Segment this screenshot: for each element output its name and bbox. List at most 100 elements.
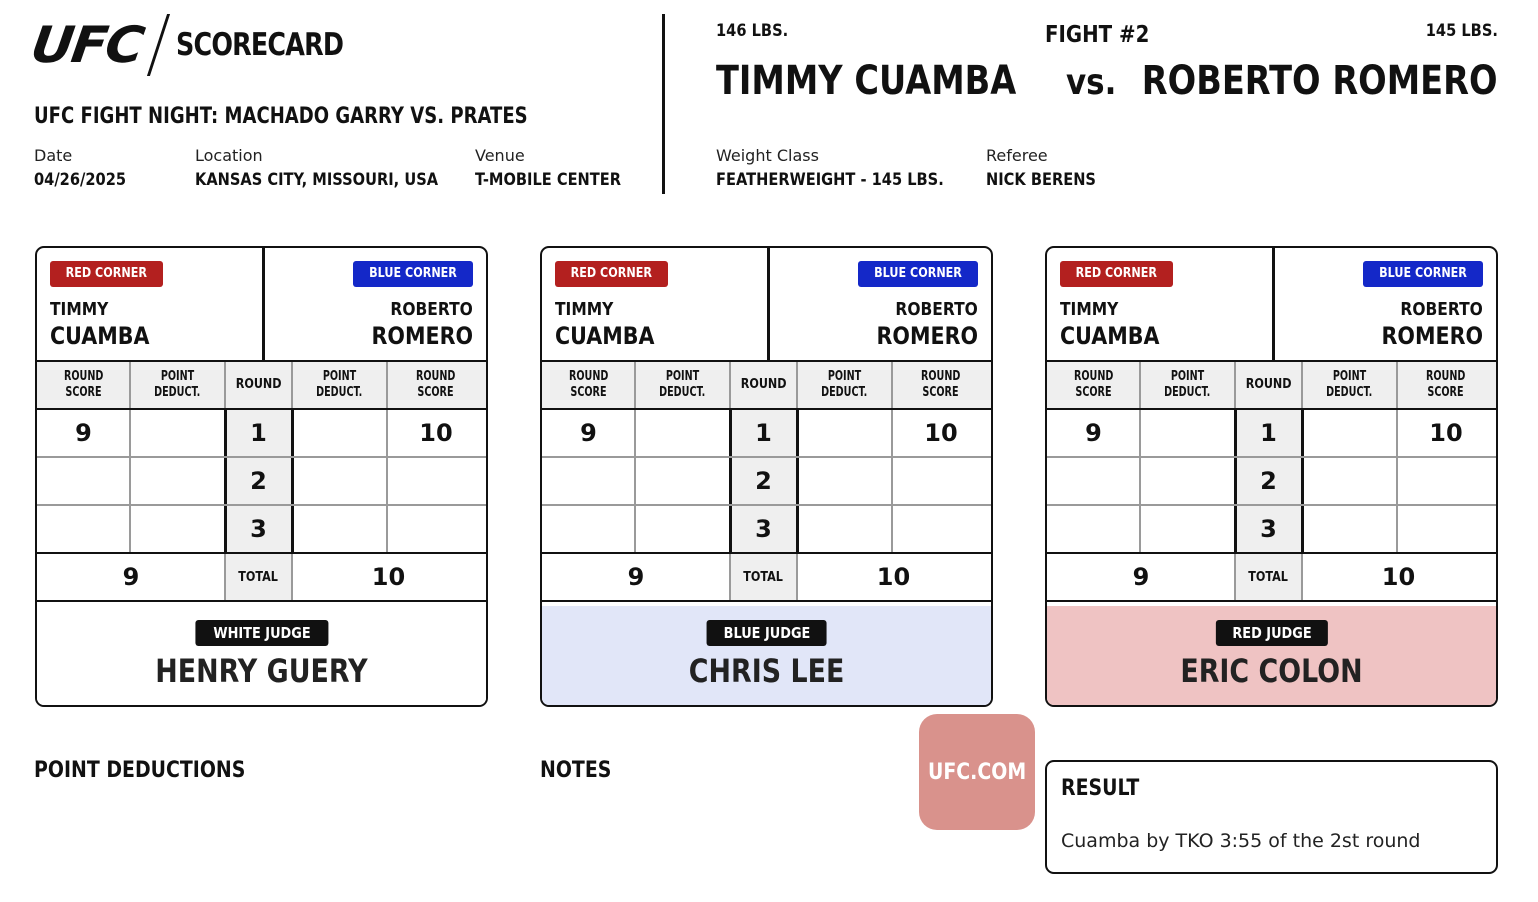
judge-label-badge: BLUE JUDGE xyxy=(706,620,827,646)
col-divider xyxy=(1301,362,1303,408)
fight-number: FIGHT #2 xyxy=(1045,22,1150,48)
blue-corner-badge: BLUE CORNER xyxy=(1362,261,1483,287)
col-divider xyxy=(1234,458,1237,504)
col-divider xyxy=(291,410,294,456)
col-divider xyxy=(796,362,798,408)
blue-round-score xyxy=(1397,506,1495,552)
col-divider xyxy=(291,458,294,504)
col-divider xyxy=(1396,458,1398,504)
round-row: 3 xyxy=(37,506,486,554)
result-box: RESULT Cuamba by TKO 3:55 of the 2st rou… xyxy=(1045,760,1498,874)
col-divider xyxy=(1234,362,1236,408)
col-divider xyxy=(129,410,131,456)
blue-corner-badge: BLUE CORNER xyxy=(352,261,473,287)
location-value: KANSAS CITY, MISSOURI, USA xyxy=(195,170,439,190)
col-divider xyxy=(891,506,893,552)
blue-total: 10 xyxy=(876,563,911,591)
blue-first-name: ROBERTO xyxy=(1400,299,1483,320)
red-point-deduct xyxy=(1140,506,1235,552)
red-point-deduct xyxy=(635,506,730,552)
judge-area: WHITE JUDGE HENRY GUERY xyxy=(37,606,486,705)
col-divider xyxy=(129,506,131,552)
col-divider xyxy=(634,362,636,408)
round-number: 2 xyxy=(1235,458,1302,504)
col-divider xyxy=(224,362,226,408)
card-fighters-header: RED CORNER TIMMY CUAMBA BLUE CORNER ROBE… xyxy=(37,248,486,362)
col-divider xyxy=(729,458,732,504)
red-first-name: TIMMY xyxy=(50,299,109,320)
blue-last-name: ROMERO xyxy=(876,322,978,350)
blue-point-deduct xyxy=(1302,458,1397,504)
red-point-deduct xyxy=(1140,458,1235,504)
red-round-score: 9 xyxy=(1085,419,1102,447)
col-divider xyxy=(796,410,799,456)
red-fighter-weight: 146 LBS. xyxy=(716,21,789,41)
total-row: 9 TOTAL 10 xyxy=(1047,554,1496,602)
col-divider xyxy=(386,506,388,552)
scorecard-title: SCORECARD xyxy=(176,27,344,63)
round-number: 2 xyxy=(730,458,797,504)
round-number: 3 xyxy=(730,506,797,552)
total-row: 9 TOTAL 10 xyxy=(542,554,991,602)
red-last-name: CUAMBA xyxy=(555,322,655,350)
versus-label: vs. xyxy=(1066,62,1117,103)
col-divider xyxy=(224,554,226,600)
col-divider xyxy=(634,458,636,504)
ufc-logo: UFC xyxy=(27,16,147,74)
round-row: 2 xyxy=(37,458,486,506)
card-fighters-header: RED CORNER TIMMY CUAMBA BLUE CORNER ROBE… xyxy=(542,248,991,362)
red-total: 9 xyxy=(1132,563,1150,591)
col-divider xyxy=(1234,506,1237,552)
blue-point-deduct xyxy=(292,410,387,456)
round-row: 3 xyxy=(542,506,991,554)
header-split xyxy=(767,248,770,362)
col-divider xyxy=(224,410,227,456)
blue-round-score xyxy=(1397,458,1495,504)
red-point-deduct xyxy=(635,410,730,456)
venue-label: Venue xyxy=(475,146,525,165)
blue-fighter-name: ROBERTO ROMERO xyxy=(1142,58,1498,104)
ufc-com-watermark: UFC.COM xyxy=(919,714,1035,830)
red-round-score xyxy=(542,458,635,504)
red-last-name: CUAMBA xyxy=(1060,322,1160,350)
col-divider xyxy=(891,362,893,408)
col-divider xyxy=(634,506,636,552)
judge-name: CHRIS LEE xyxy=(688,652,845,690)
col-divider xyxy=(1301,554,1303,600)
blue-round-score: 10 xyxy=(419,419,453,447)
event-title: UFC FIGHT NIGHT: MACHADO GARRY VS. PRATE… xyxy=(34,104,528,129)
col-divider xyxy=(129,362,131,408)
round-header: ROUND xyxy=(235,377,282,392)
brand-header: UFC SCORECARD xyxy=(27,14,380,76)
weight-class-value: FEATHERWEIGHT - 145 LBS. xyxy=(716,170,944,190)
result-title: RESULT xyxy=(1061,776,1140,801)
col-divider xyxy=(129,458,131,504)
red-round-score xyxy=(37,458,130,504)
blue-last-name: ROMERO xyxy=(371,322,473,350)
blue-point-deduct xyxy=(797,458,892,504)
judge-area: BLUE JUDGE CHRIS LEE xyxy=(542,606,991,705)
round-number: 1 xyxy=(1235,410,1302,456)
header-split xyxy=(262,248,265,362)
col-divider xyxy=(386,410,388,456)
venue-value: T-MOBILE CENTER xyxy=(475,170,622,190)
total-label: TOTAL xyxy=(1235,554,1302,600)
judge-label-badge: WHITE JUDGE xyxy=(194,620,329,646)
round-number: 1 xyxy=(225,410,292,456)
total-row: 9 TOTAL 10 xyxy=(37,554,486,602)
date-label: Date xyxy=(34,146,73,165)
col-divider xyxy=(891,410,893,456)
